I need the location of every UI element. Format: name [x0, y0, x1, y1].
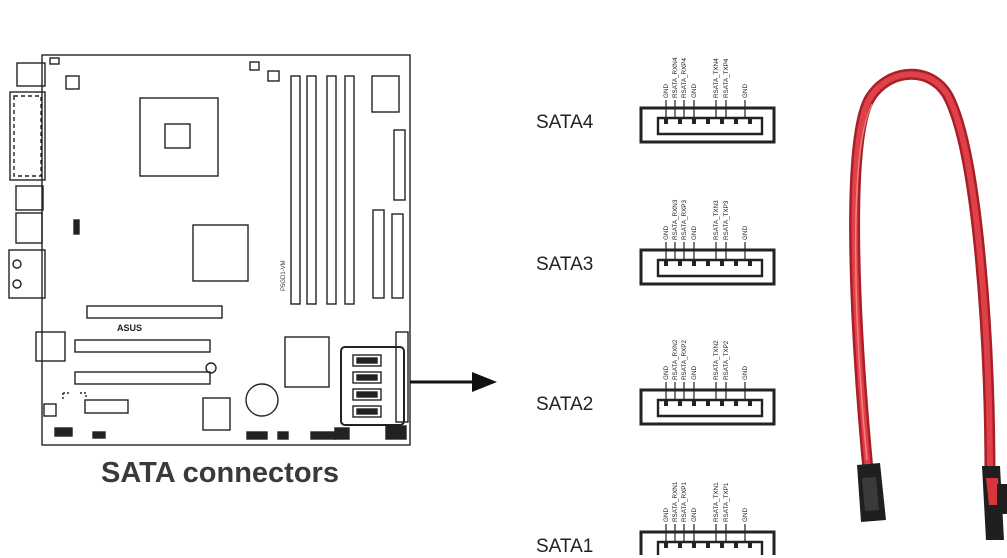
pin-label: RSATA_TXP4 [723, 58, 730, 98]
pin-label: RSATA_TXP1 [723, 482, 730, 522]
pin-label: GND [742, 508, 749, 522]
connector-label-sata2: SATA2 [536, 394, 594, 415]
pin-label: GND [691, 226, 698, 240]
pin-label: RSATA_RXN1 [672, 481, 679, 522]
motherboard [8, 54, 411, 446]
pin-label: RSATA_RXN2 [672, 339, 679, 380]
cable-connector-right [982, 466, 1007, 540]
pci-slot [86, 305, 223, 319]
pin-label: GND [691, 84, 698, 98]
caption-sata-connectors: SATA connectors [101, 457, 339, 489]
connector-housing [639, 248, 776, 286]
pin-label: GND [691, 508, 698, 522]
pin-label: RSATA_TXP2 [723, 340, 730, 380]
board-outline [41, 54, 411, 446]
pin-label: GND [663, 508, 670, 522]
pin-label: RSATA_RXN3 [672, 199, 679, 240]
cpu-socket [139, 97, 219, 177]
pin-label: RSATA_RXN4 [672, 57, 679, 98]
pin-label: GND [742, 84, 749, 98]
connector-label-sata1: SATA1 [536, 536, 594, 557]
pci-slot [74, 371, 211, 385]
dimm-slot [344, 75, 355, 305]
pin-label: GND [663, 226, 670, 240]
board-logo: ASUS [117, 323, 142, 333]
sata-cable [849, 68, 1007, 540]
pin-label: RSATA_TXN2 [713, 340, 720, 380]
dimm-slot [326, 75, 337, 305]
cable-connector-left [857, 463, 886, 522]
pin-label: RSATA_TXP3 [723, 200, 730, 240]
pointer-arrow [410, 372, 497, 392]
board-sata-connectors [340, 346, 405, 426]
pin-label: RSATA_RXP2 [681, 339, 688, 380]
connector-label-sata3: SATA3 [536, 254, 594, 275]
pin-label: RSATA_RXP1 [681, 481, 688, 522]
dimm-slot [306, 75, 317, 305]
dimm-slot [290, 75, 301, 305]
northbridge [192, 224, 249, 282]
pin-label: GND [742, 366, 749, 380]
pin-label: RSATA_RXP4 [681, 57, 688, 98]
pin-label: RSATA_RXP3 [681, 199, 688, 240]
pin-label: GND [691, 366, 698, 380]
connector-housing [639, 106, 776, 144]
connector-housing [639, 388, 776, 426]
board-model: P5GD1-VM [281, 260, 287, 291]
connector-label-sata4: SATA4 [536, 112, 594, 133]
pin-label: RSATA_TXN3 [713, 200, 720, 240]
pin-label: GND [663, 366, 670, 380]
pin-label: GND [663, 84, 670, 98]
pin-label: RSATA_TXN4 [713, 58, 720, 98]
pin-label: RSATA_TXN1 [713, 482, 720, 522]
pci-slot [74, 339, 211, 353]
pin-label: GND [742, 226, 749, 240]
